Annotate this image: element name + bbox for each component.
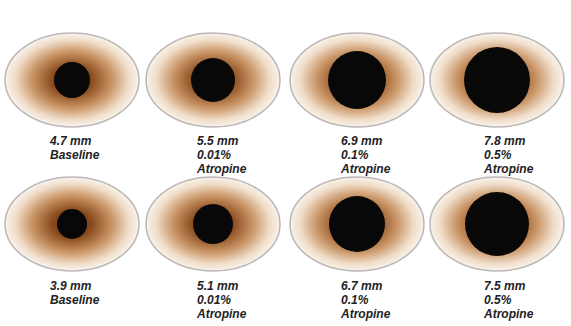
eye <box>146 177 280 271</box>
condition-label: Baseline <box>50 293 99 307</box>
eye <box>430 33 564 127</box>
condition-label: Baseline <box>50 148 99 162</box>
condition-label: Atropine <box>341 307 390 321</box>
condition-label: Atropine <box>484 162 533 176</box>
condition-label: Atropine <box>197 162 246 176</box>
pupil-size: 7.5 mm <box>484 279 525 293</box>
eye <box>5 177 139 271</box>
condition-label: 0.01% <box>197 293 231 307</box>
pupil-size: 5.1 mm <box>197 279 238 293</box>
pupil-size: 7.8 mm <box>484 134 525 148</box>
condition-label: 0.01% <box>197 148 231 162</box>
eye <box>5 33 139 127</box>
condition-label: Atropine <box>197 307 246 321</box>
pupil-size: 5.5 mm <box>197 134 238 148</box>
eye <box>146 33 280 127</box>
eye <box>290 33 424 127</box>
pupil-size: 4.7 mm <box>50 134 91 148</box>
eye <box>430 177 564 271</box>
pupil-size: 6.7 mm <box>341 279 382 293</box>
condition-label: 0.1% <box>341 293 368 307</box>
condition-label: 0.5% <box>484 148 511 162</box>
pupil-size: 6.9 mm <box>341 134 382 148</box>
pupil-size: 3.9 mm <box>50 279 91 293</box>
condition-label: Atropine <box>484 307 533 321</box>
condition-label: 0.1% <box>341 148 368 162</box>
condition-label: 0.5% <box>484 293 511 307</box>
eye <box>290 177 424 271</box>
condition-label: Atropine <box>341 162 390 176</box>
